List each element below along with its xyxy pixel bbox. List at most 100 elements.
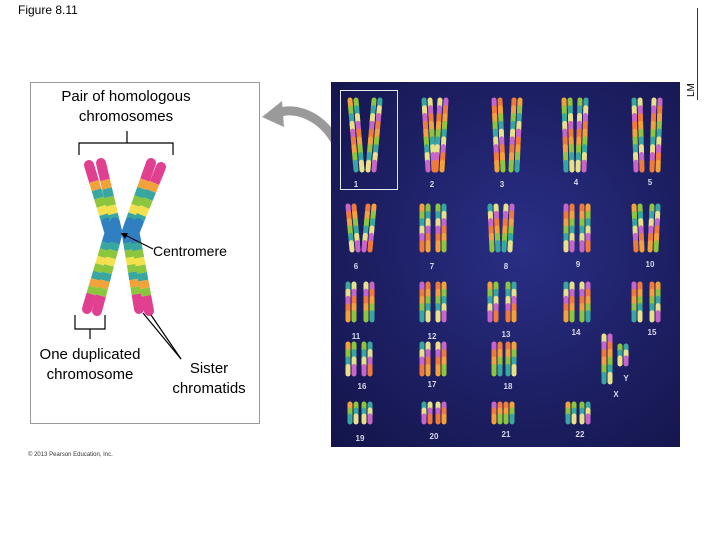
right-chromatid-upper-b-band	[149, 173, 163, 185]
right-chromatid-lower-b-band	[130, 230, 142, 248]
right-chromatid-lower-a-band	[125, 256, 137, 266]
right-chromatid-upper-a-band	[134, 186, 147, 199]
micrograph-chromatid	[435, 203, 447, 253]
left-chromatid-lower-a-band	[99, 240, 112, 252]
karyotype-number: 7	[429, 262, 435, 271]
left-chromatid-upper-b-band	[102, 187, 114, 199]
micrograph-chromatid	[361, 203, 377, 253]
right-chromatid-upper-a-band	[137, 178, 150, 191]
left-chromatid-upper-a-band	[84, 160, 97, 179]
lm-divider	[697, 8, 698, 100]
curved-arrow-icon	[262, 101, 338, 144]
micrograph-chromatid	[433, 97, 449, 173]
duplicated-bracket	[74, 315, 106, 339]
left-chromatid-lower-a-band	[97, 248, 110, 259]
left-chromatid-lower-b-band	[102, 264, 114, 275]
karyotype-number: 5	[647, 178, 653, 187]
micrograph-chromatid	[435, 281, 447, 323]
sister-pointer-2	[150, 314, 182, 360]
micrograph-chromatid	[649, 97, 663, 173]
karyotype-number: 21	[501, 430, 511, 439]
karyotype-number: 11	[351, 332, 361, 341]
micrograph-chromatid	[601, 333, 613, 385]
left-chromatid-upper-a-band	[94, 196, 107, 208]
micrograph-chromatid	[361, 401, 373, 425]
right-chromatid-upper-b-band	[152, 162, 166, 180]
chromosome-illustration	[74, 131, 182, 360]
micrograph-chromatid	[563, 203, 575, 253]
karyotype-number: 8	[503, 262, 509, 271]
right-chromatid-lower-b-band	[137, 272, 149, 282]
right-chromatid-lower-a-band	[126, 263, 138, 273]
karyotype-number: Y	[623, 374, 629, 383]
karyotype-number: 22	[575, 430, 585, 439]
left-chromatid-lower-b-band	[100, 271, 112, 282]
left-chromatid-lower-a-band	[95, 255, 108, 267]
right-chromatid-lower-a-band	[128, 271, 140, 281]
micrograph-chromatid	[419, 341, 431, 377]
left-chromosome	[82, 158, 122, 316]
pair-bracket	[78, 131, 174, 155]
micrograph-chromatid	[419, 281, 431, 323]
left-chromatid-lower-a-band	[88, 277, 101, 289]
left-chromatid-lower-a-band	[101, 230, 114, 248]
selected-pair-box	[340, 90, 398, 190]
right-chromatid-lower-a-band	[130, 285, 142, 296]
left-chromatid-lower-a-band	[93, 263, 105, 274]
karyotype-number: 12	[427, 332, 437, 341]
figure-label: Figure 8.11	[18, 3, 78, 17]
centromere-label: Centromere	[153, 243, 227, 259]
right-chromatid-upper-a-band	[122, 217, 135, 236]
micrograph-chromatid	[579, 281, 591, 323]
right-chromatid-lower-a-band	[124, 248, 136, 259]
left-chromatid-lower-b-band	[92, 298, 104, 316]
right-chromatid-upper-b-band	[140, 197, 153, 209]
karyotype-number: 19	[355, 434, 365, 443]
sister-pointer-1	[142, 312, 182, 360]
micrograph-chromatid	[508, 97, 523, 173]
micrograph-chromatid	[365, 97, 383, 173]
left-chromatid-upper-a-band	[86, 171, 99, 183]
micrograph-chromatid	[491, 401, 503, 425]
micrograph-chromatid	[419, 203, 431, 253]
micrograph-chromatid	[505, 281, 517, 323]
karyotype-number: 16	[357, 382, 367, 391]
left-chromatid-upper-b-band	[104, 195, 116, 207]
karyotype-chromosomes	[345, 97, 663, 425]
micrograph-chromatid	[491, 97, 506, 173]
right-chromatid-lower-b-band	[134, 256, 146, 267]
left-chromatid-lower-b-band	[96, 286, 108, 298]
one-duplicated-label: One duplicated chromosome	[39, 346, 141, 383]
copyright-notice: © 2013 Pearson Education, Inc.	[28, 452, 113, 458]
right-chromatid-lower-a-band	[129, 278, 141, 288]
karyotype-number: 20	[429, 432, 439, 441]
right-chromatid-lower-b-band	[135, 264, 147, 274]
left-chromatid-upper-a-band	[89, 180, 102, 192]
right-chromatid-lower-a-band	[123, 241, 135, 251]
left-chromatid-lower-a-band	[91, 270, 103, 281]
micrograph-chromatid	[617, 343, 629, 367]
right-chromatid-upper-a-band	[143, 158, 156, 177]
micrograph-chromatid	[345, 281, 357, 323]
micrograph-chromatid	[631, 281, 643, 323]
right-chromatid-upper-a-band	[131, 195, 144, 208]
left-chromatid-upper-b-band	[110, 217, 122, 236]
karyotype-number: 15	[647, 328, 657, 337]
micrograph-chromatid	[487, 203, 501, 253]
micrograph-chromatid	[491, 341, 503, 377]
micrograph-chromatid	[363, 281, 375, 323]
micrograph-chromatid	[505, 341, 517, 377]
left-chromatid-upper-a-band	[96, 204, 109, 216]
right-chromatid-lower-b-band	[131, 241, 143, 252]
left-chromatid-upper-b-band	[98, 170, 110, 182]
left-chromatid-lower-a-band	[86, 285, 99, 296]
karyotype-number: 18	[503, 382, 513, 391]
micrograph-chromatid	[565, 401, 577, 425]
micrograph-chromatid	[421, 97, 437, 173]
micrograph-chromatid	[575, 97, 589, 173]
micrograph-chromatid	[347, 97, 365, 173]
micrograph-chromatid	[501, 203, 515, 253]
left-chromatid-upper-a-band	[91, 188, 104, 200]
micrograph-chromatid	[631, 203, 645, 253]
